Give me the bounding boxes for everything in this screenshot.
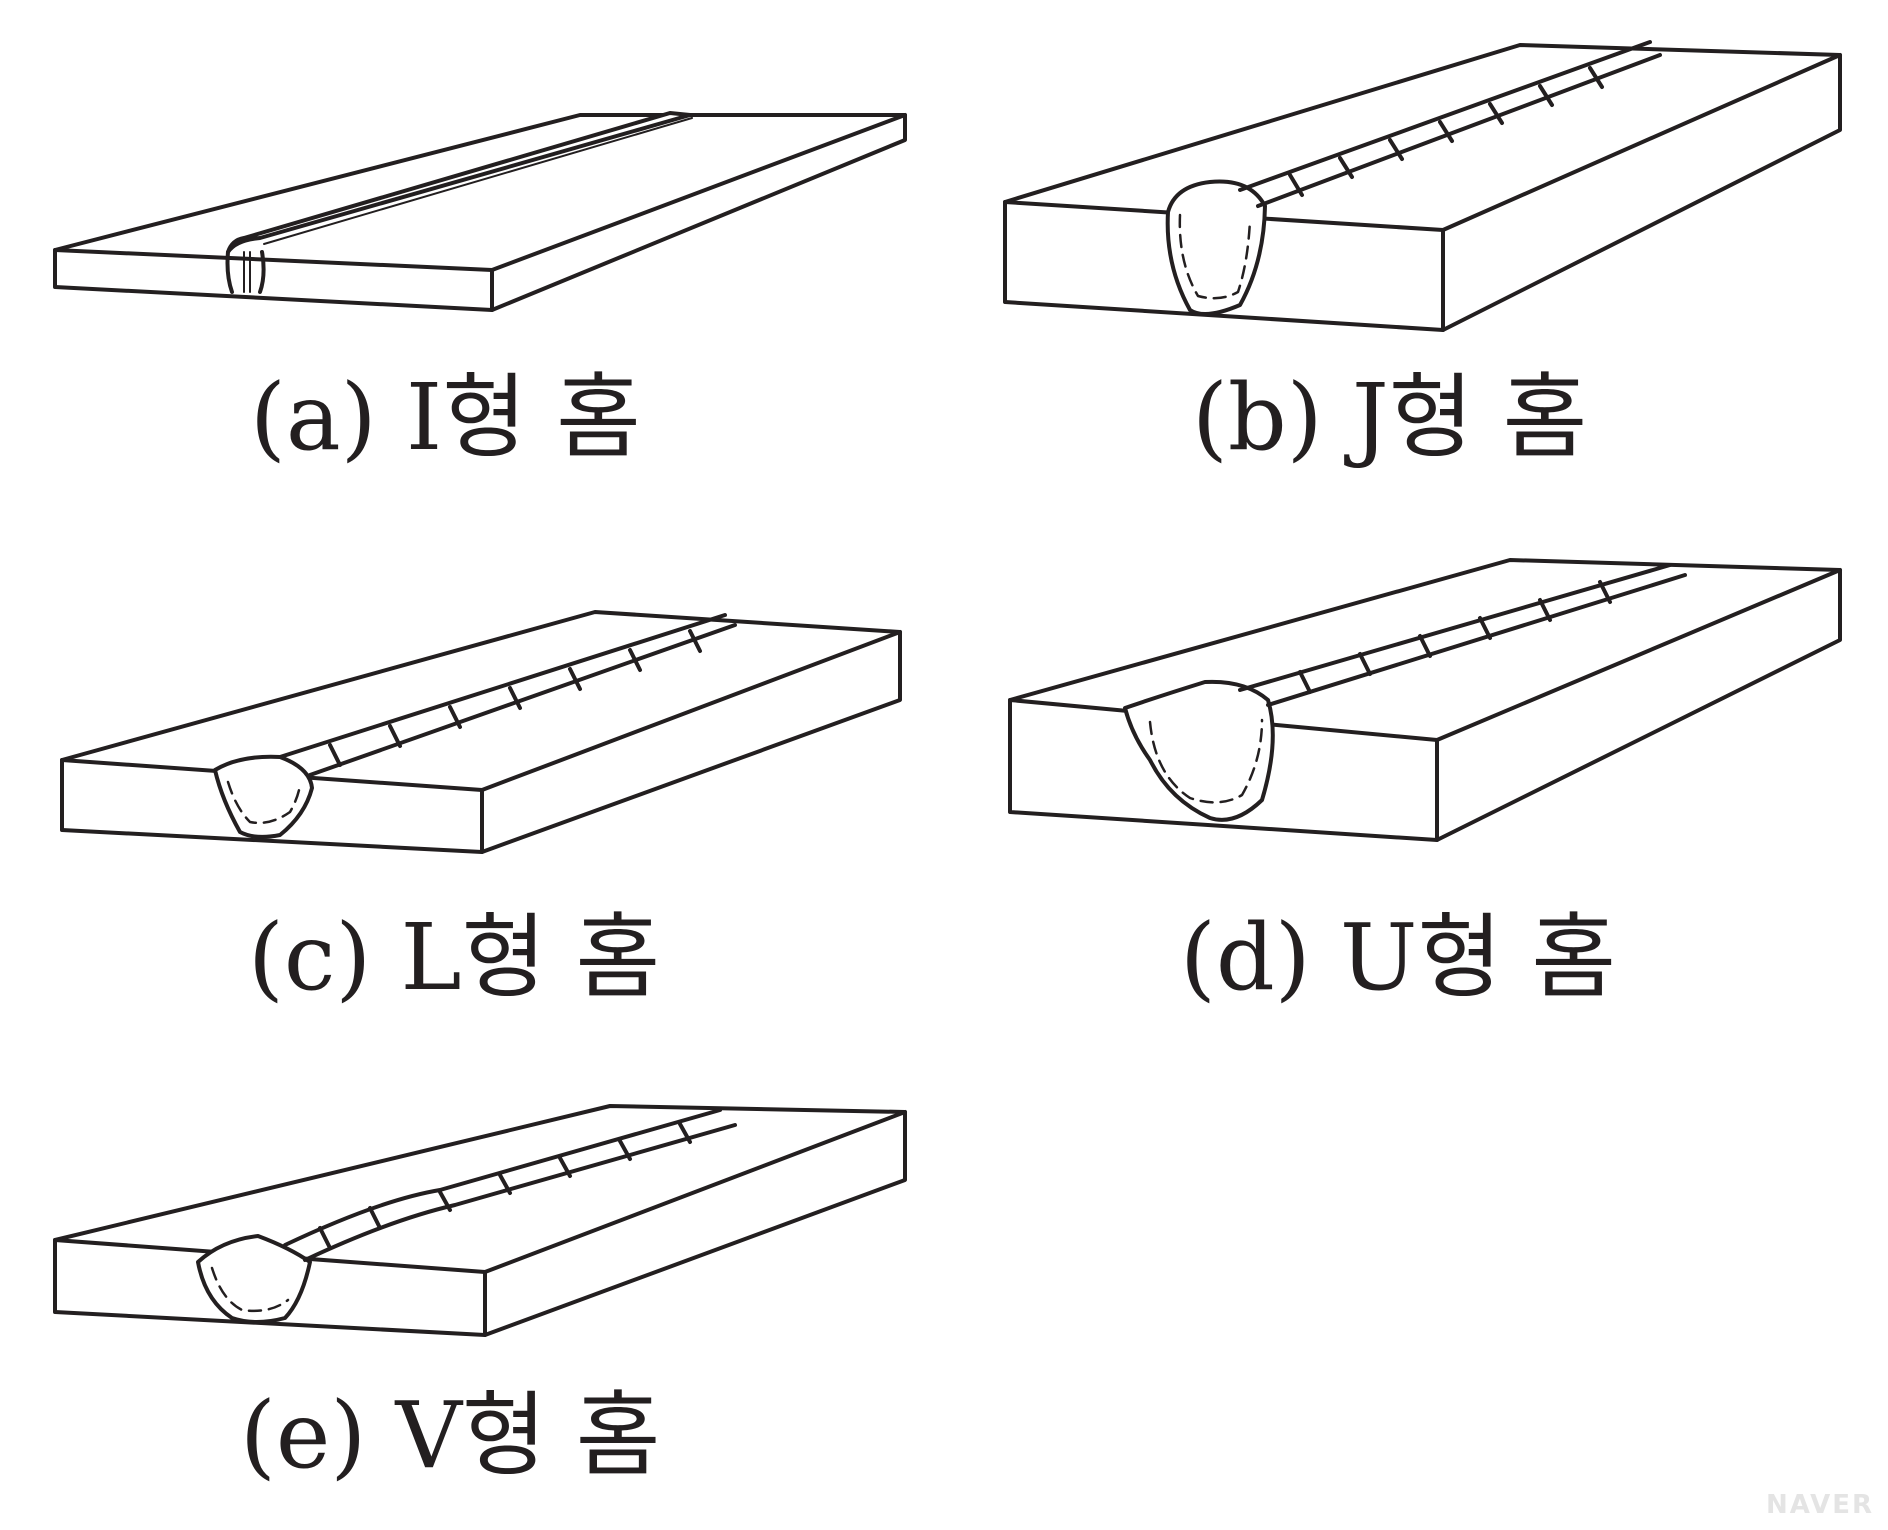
v-groove-bead [283, 1108, 737, 1262]
l-groove-plate [60, 610, 902, 854]
caption-u-groove: (d) U형 홈 [1180, 904, 1616, 1011]
caption-j-groove: (b) J형 홈 [1192, 364, 1588, 471]
u-groove-plate [1008, 558, 1842, 842]
l-groove-bead [278, 613, 737, 777]
caption-v-groove: (e) V형 홈 [240, 1382, 661, 1489]
naver-watermark: NAVER [1765, 1490, 1874, 1520]
u-groove-weld-section [1123, 679, 1275, 822]
v-groove-weld-section [196, 1234, 312, 1324]
caption-i-groove: (a) I형 홈 [250, 364, 641, 471]
i-groove-plate [53, 111, 907, 312]
j-groove-plate [1003, 40, 1842, 332]
l-groove-weld-section [213, 754, 314, 839]
j-groove-bead [1238, 40, 1662, 208]
u-groove-bead [1238, 563, 1687, 707]
v-groove-plate [53, 1104, 907, 1337]
caption-l-groove: (c) L형 홈 [248, 904, 661, 1011]
i-groove-weld-section [225, 250, 266, 294]
j-groove-weld-section [1165, 179, 1267, 316]
